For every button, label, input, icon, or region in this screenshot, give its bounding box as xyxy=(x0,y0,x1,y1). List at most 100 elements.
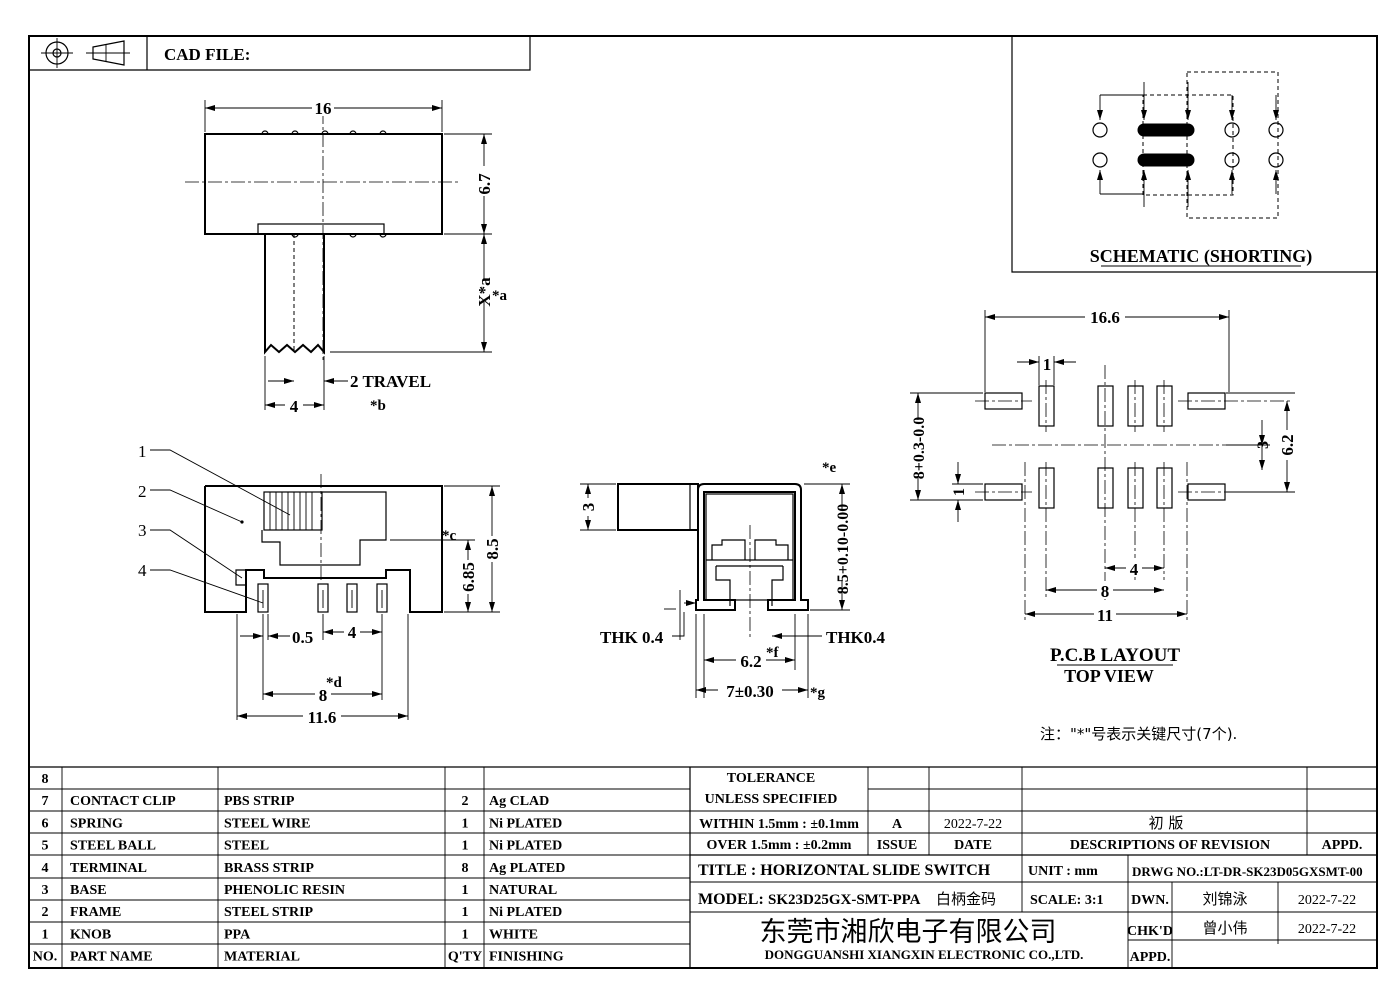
dim-x-label: X*a xyxy=(475,277,494,307)
bom-header-material: MATERIAL xyxy=(224,950,300,965)
end-view: 3 *e 8.5+0.10-0.00 THK 0.4 THK0.4 6.2 *f… xyxy=(579,460,886,701)
bom-cell-no: 7 xyxy=(42,794,49,809)
drawing-title: TITLE : HORIZONTAL SLIDE SWITCH xyxy=(698,862,991,879)
chkd-label: CHK'D xyxy=(1127,924,1173,939)
bom-cell-qty: 2 xyxy=(462,794,469,809)
model-value: SK23D25GX-SMT-PPA xyxy=(768,892,921,908)
drawing-number: DRWG NO.:LT-DR-SK23D05GXSMT-00 xyxy=(1132,864,1363,879)
bom-cell-finish: Ni PLATED xyxy=(489,816,562,831)
bom-cell-part: CONTACT CLIP xyxy=(70,794,176,809)
thk-right: THK0.4 xyxy=(826,628,886,647)
bom-cell-no: 2 xyxy=(42,905,49,920)
mark-c: *c xyxy=(442,528,457,544)
date-label: DATE xyxy=(954,838,992,853)
pcb-dim-1-left: 1 xyxy=(951,488,968,496)
callout-2: 2 xyxy=(138,482,147,501)
bom-cell-no: 4 xyxy=(42,861,49,876)
bom-cell-part: KNOB xyxy=(70,927,111,942)
travel-label: 2 TRAVEL xyxy=(350,372,431,391)
side-view: 1 2 3 4 6.85 8.5 *c 0.5 4 8 *d xyxy=(138,442,502,727)
dim-knob-4: 4 xyxy=(290,397,299,416)
dim-8: 8 xyxy=(319,686,328,705)
bom-header-qty: Q'TY xyxy=(448,950,482,965)
bom-cell-part: STEEL BALL xyxy=(70,839,156,854)
mark-e: *e xyxy=(822,460,837,476)
bom-cell-finish: Ni PLATED xyxy=(489,905,562,920)
cad-file-label: CAD FILE: xyxy=(164,45,250,64)
pcb-dim-4: 4 xyxy=(1130,560,1139,579)
bom-cell-part: SPRING xyxy=(70,816,123,831)
dim-11.6: 11.6 xyxy=(308,708,337,727)
dim-4: 4 xyxy=(348,623,357,642)
descriptions-label: DESCRIPTIONS OF REVISION xyxy=(1070,838,1270,853)
pcb-dim-3: 3 xyxy=(1255,441,1272,449)
chkd-name: 曾小伟 xyxy=(1202,919,1247,937)
mark-a: *a xyxy=(492,288,508,304)
bom-header-part: PART NAME xyxy=(70,950,153,965)
note-text: 注："*"号表示关键尺寸(7个). xyxy=(1040,725,1237,743)
bom-cell-material: PBS STRIP xyxy=(224,794,295,809)
bom-cell-material: STEEL WIRE xyxy=(224,816,311,831)
schematic-title: SCHEMATIC (SHORTING) xyxy=(1090,246,1313,267)
scale-label: SCALE: 3:1 xyxy=(1030,893,1104,908)
bom-cell-material: STEEL xyxy=(224,839,269,854)
model-note: 白柄金码 xyxy=(936,890,996,908)
dim-0.5: 0.5 xyxy=(292,628,313,647)
pcb-dim-11: 11 xyxy=(1097,606,1113,625)
pcb-subtitle: TOP VIEW xyxy=(1064,666,1154,686)
bom-cell-part: FRAME xyxy=(70,905,121,920)
end-dim-7: 7±0.30 xyxy=(726,682,774,701)
pcb-title: P.C.B LAYOUT xyxy=(1050,645,1180,666)
issue-label: ISSUE xyxy=(877,838,917,853)
tolerance-over: OVER 1.5mm : ±0.2mm xyxy=(707,838,852,853)
mark-f: *f xyxy=(766,645,780,661)
company-name-en: DONGGUANSHI XIANGXIN ELECTRONIC CO.,LTD. xyxy=(765,947,1084,962)
bom-cell-material: PPA xyxy=(224,927,251,942)
model-label: MODEL: xyxy=(698,891,764,908)
dim-6.85: 6.85 xyxy=(459,562,478,592)
bom-table xyxy=(29,766,691,968)
revision-desc: 初 版 xyxy=(1149,814,1184,832)
bom-cell-finish: WHITE xyxy=(489,927,538,942)
bom-header-no: NO. xyxy=(33,950,58,965)
tolerance-line-1: TOLERANCE xyxy=(727,771,815,786)
bom-cell-qty: 1 xyxy=(462,927,469,942)
bom-cell-part: BASE xyxy=(70,883,107,898)
end-dim-8.5-tol: 8.5+0.10-0.00 xyxy=(835,504,852,594)
end-dim-6.2: 6.2 xyxy=(740,652,761,671)
dwn-label: DWN. xyxy=(1131,893,1169,908)
projection-symbol-icon xyxy=(41,38,130,68)
bom-cell-qty: 1 xyxy=(462,905,469,920)
pcb-dim-8-tol: 8+0.3-0.0 xyxy=(911,417,928,479)
issue-value: A xyxy=(892,817,903,832)
sheet-border xyxy=(28,35,1378,969)
pcb-layout: 16.6 1 8+0.3-0.0 1 3 6.2 4 8 xyxy=(908,307,1297,686)
callout-3: 3 xyxy=(138,521,147,540)
dim-8.5: 8.5 xyxy=(483,538,502,559)
thk-left: THK 0.4 xyxy=(600,628,664,647)
bom-cell-no: 6 xyxy=(42,816,49,831)
dwn-name: 刘锦泳 xyxy=(1202,890,1247,908)
unit-label: UNIT : mm xyxy=(1028,864,1098,879)
mark-g: *g xyxy=(810,685,826,701)
pcb-dim-16.6: 16.6 xyxy=(1090,308,1120,327)
bom-cell-finish: Ni PLATED xyxy=(489,839,562,854)
bom-cell-qty: 1 xyxy=(462,839,469,854)
bom-cell-material: BRASS STRIP xyxy=(224,861,314,876)
callout-4: 4 xyxy=(138,561,147,580)
appd-label: APPD. xyxy=(1322,838,1363,853)
dwn-date: 2022-7-22 xyxy=(1298,893,1356,908)
appd-label-2: APPD. xyxy=(1130,950,1171,965)
bom-cell-finish: NATURAL xyxy=(489,883,557,898)
bom-cell-material: PHENOLIC RESIN xyxy=(224,883,345,898)
tolerance-within: WITHIN 1.5mm : ±0.1mm xyxy=(699,817,859,832)
pcb-dim-8: 8 xyxy=(1101,582,1110,601)
bom-cell-no: 5 xyxy=(42,839,49,854)
bom-cell-part: TERMINAL xyxy=(70,861,147,876)
chkd-date: 2022-7-22 xyxy=(1298,922,1356,937)
dim-width-16: 16 xyxy=(315,99,332,118)
pcb-dim-1-top: 1 xyxy=(1043,355,1052,374)
dim-height-6.7: 6.7 xyxy=(475,173,494,195)
bom-cell-no: 3 xyxy=(42,883,49,898)
title-block: TOLERANCE UNLESS SPECIFIED WITHIN 1.5mm … xyxy=(690,766,1377,968)
